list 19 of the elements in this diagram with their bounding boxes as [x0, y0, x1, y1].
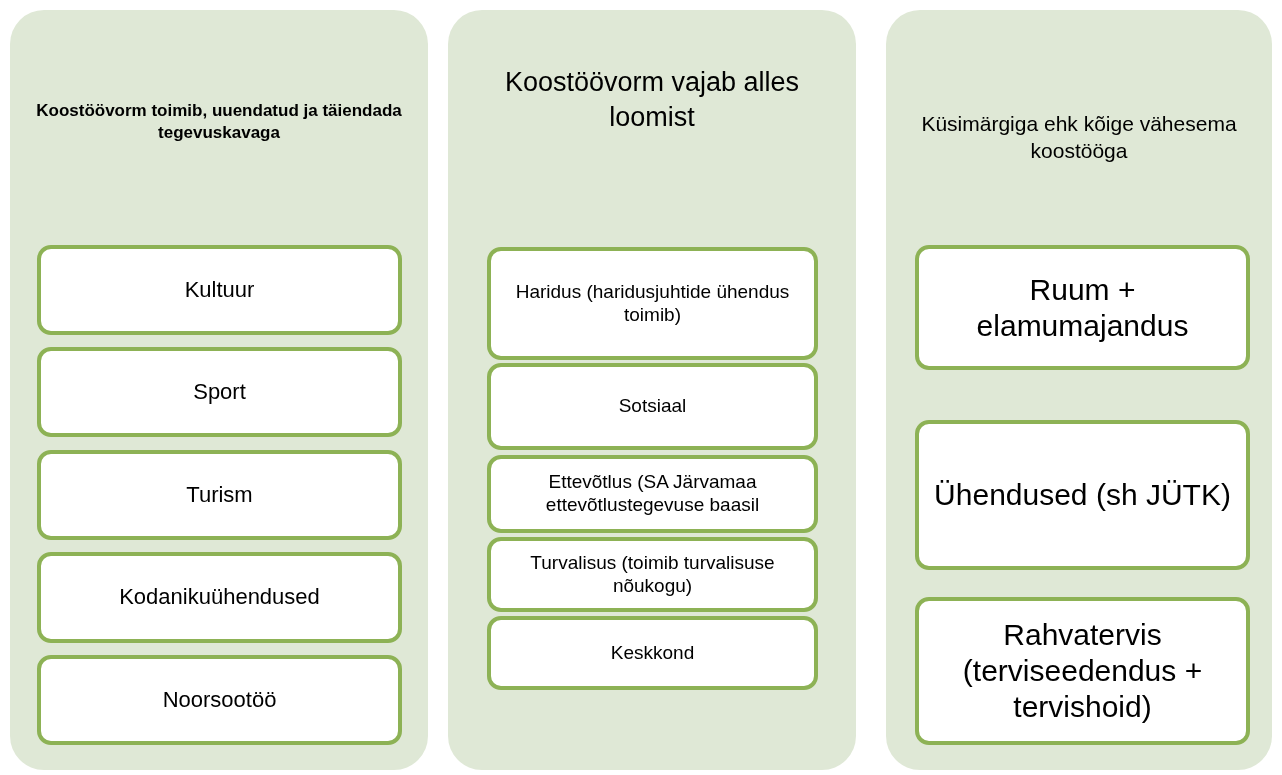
column-panel — [886, 10, 1272, 770]
topic-card: Ühendused (sh JÜTK) — [915, 420, 1250, 570]
topic-card: Sotsiaal — [487, 363, 818, 450]
topic-card: Haridus (haridusjuhtide ühendus toimib) — [487, 247, 818, 360]
topic-card: Ruum + elamumajandus — [915, 245, 1250, 370]
column-heading: Küsimärgiga ehk kõige vähesema koostööga — [920, 111, 1238, 165]
topic-card: Rahvatervis (terviseedendus + tervishoid) — [915, 597, 1250, 745]
topic-card: Ettevõtlus (SA Järvamaa ettevõtlustegevuse baasil — [487, 455, 818, 533]
topic-card: Turism — [37, 450, 402, 540]
topic-card: Turvalisus (toimib turvalisuse nõukogu) — [487, 537, 818, 612]
column-heading: Koostöövorm toimib, uuendatud ja täiendada tegevuskavaga — [35, 100, 403, 145]
topic-card: Keskkond — [487, 616, 818, 690]
column-panel — [448, 10, 856, 770]
topic-card: Noorsootöö — [37, 655, 402, 745]
topic-card: Sport — [37, 347, 402, 437]
topic-card: Kultuur — [37, 245, 402, 335]
topic-card: Kodanikuühendused — [37, 552, 402, 643]
column-panel — [10, 10, 428, 770]
column-heading: Koostöövorm vajab alles loomist — [503, 66, 801, 135]
